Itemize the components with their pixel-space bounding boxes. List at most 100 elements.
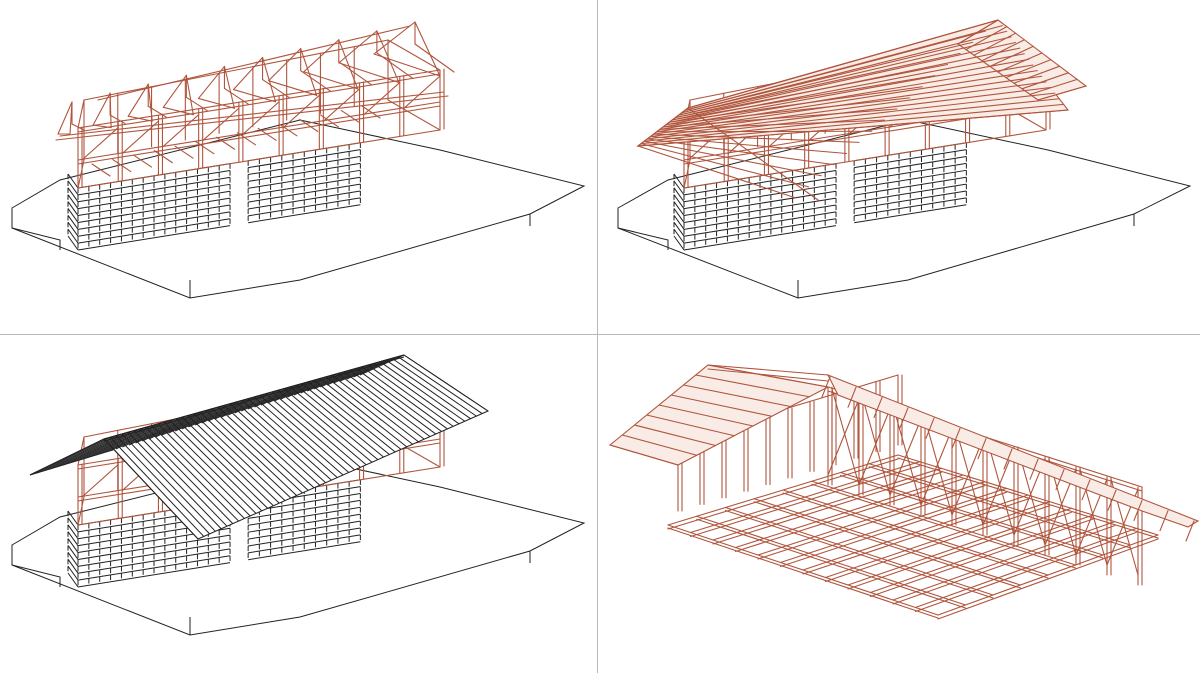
back-top-plate bbox=[83, 39, 389, 101]
masonry-course bbox=[67, 545, 79, 560]
panel-interior-frame-view bbox=[598, 335, 1200, 673]
rafter bbox=[162, 74, 187, 108]
floor-joist bbox=[153, 150, 173, 164]
masonry-course bbox=[67, 235, 79, 251]
rafter bbox=[147, 83, 153, 122]
web bbox=[109, 114, 126, 125]
sheet-rib bbox=[151, 425, 245, 519]
sheet-rib bbox=[265, 393, 355, 471]
sheet-rib bbox=[187, 415, 280, 504]
masonry-course bbox=[248, 541, 361, 561]
floor-bearer bbox=[724, 506, 994, 596]
masonry-course bbox=[683, 225, 837, 251]
floor-joist bbox=[278, 123, 298, 137]
gable-batten bbox=[1005, 59, 1052, 79]
rafter bbox=[233, 57, 264, 91]
tie-beam bbox=[268, 80, 318, 96]
floor-joist bbox=[319, 114, 340, 128]
brace bbox=[955, 428, 984, 526]
barge-board bbox=[637, 107, 689, 147]
gable-batten bbox=[1037, 85, 1087, 101]
floor-bearer bbox=[753, 498, 1022, 586]
rafter bbox=[1029, 458, 1039, 480]
masonry-course bbox=[67, 531, 79, 546]
rafter bbox=[1185, 520, 1195, 542]
roof-batten bbox=[695, 374, 810, 398]
gable-batten bbox=[957, 19, 999, 45]
sheet-rib bbox=[319, 378, 408, 448]
sheet-rib bbox=[163, 421, 257, 514]
masonry-course bbox=[67, 517, 79, 533]
purlin bbox=[684, 25, 1003, 111]
masonry-course bbox=[248, 499, 361, 519]
rafter bbox=[1081, 479, 1091, 501]
masonry-course bbox=[67, 194, 79, 209]
rafter bbox=[1133, 499, 1143, 521]
masonry-course bbox=[854, 204, 967, 224]
batten bbox=[646, 138, 835, 166]
sheet-rib bbox=[333, 361, 381, 384]
end-plate bbox=[387, 39, 441, 71]
sheet-rib bbox=[223, 405, 315, 489]
brace bbox=[81, 127, 119, 161]
web bbox=[414, 43, 455, 73]
masonry-course bbox=[248, 506, 361, 526]
batten bbox=[671, 75, 936, 121]
sheet-rib bbox=[313, 366, 363, 390]
rafter bbox=[127, 83, 149, 117]
roof-batten bbox=[707, 364, 829, 388]
masonry-course bbox=[248, 520, 361, 540]
sheet-rib bbox=[355, 368, 442, 432]
end-sill bbox=[77, 159, 85, 189]
sheet-rib bbox=[115, 435, 210, 535]
sheet-rib bbox=[397, 356, 483, 414]
web bbox=[185, 96, 208, 112]
masonry-course bbox=[67, 221, 79, 237]
masonry-course bbox=[67, 538, 79, 553]
axonometric-drawing-cladding bbox=[11, 354, 586, 636]
sheet-rib bbox=[361, 366, 448, 430]
rafter bbox=[197, 65, 225, 99]
sheet-rib bbox=[391, 357, 477, 417]
batten bbox=[640, 143, 810, 188]
sheet-rib bbox=[133, 430, 228, 527]
sheet-rib bbox=[157, 423, 251, 517]
ridge-line bbox=[97, 25, 411, 101]
sheet-rib bbox=[205, 410, 297, 496]
brace bbox=[951, 438, 984, 516]
ridge-beam bbox=[707, 368, 829, 382]
sheet-rib bbox=[139, 428, 234, 524]
vertical-divider bbox=[597, 0, 598, 673]
tie-beam bbox=[197, 97, 235, 109]
sheet-rib bbox=[283, 388, 373, 463]
purlin bbox=[681, 30, 1008, 114]
floor-joist bbox=[824, 505, 1051, 583]
masonry-course bbox=[673, 187, 685, 203]
eave-line bbox=[55, 95, 449, 141]
ridge-beam bbox=[707, 364, 829, 376]
sheet-rib bbox=[326, 362, 375, 386]
roof-batten bbox=[670, 394, 773, 417]
sheet-rib bbox=[301, 383, 390, 455]
sheet-rib bbox=[339, 359, 387, 382]
tie-beam bbox=[338, 62, 400, 83]
floor-joist bbox=[236, 132, 256, 146]
sheet-rib bbox=[313, 379, 402, 450]
sheet-rib bbox=[379, 361, 466, 422]
sheet-rib bbox=[367, 364, 454, 427]
tie-beam bbox=[92, 124, 112, 129]
rafter bbox=[376, 30, 400, 83]
rafter bbox=[1055, 469, 1065, 491]
masonry-course bbox=[67, 201, 79, 216]
masonry-course bbox=[673, 235, 685, 251]
rafter bbox=[303, 39, 340, 73]
sheet-rib bbox=[320, 364, 369, 388]
brace bbox=[322, 88, 361, 122]
floor-bearer bbox=[839, 471, 1104, 556]
rafter bbox=[873, 397, 883, 419]
sheet-rib bbox=[199, 411, 292, 499]
roof-trusses bbox=[55, 21, 455, 177]
purlin bbox=[662, 64, 1034, 128]
rafter bbox=[925, 417, 935, 439]
floor-bearer bbox=[667, 527, 939, 619]
